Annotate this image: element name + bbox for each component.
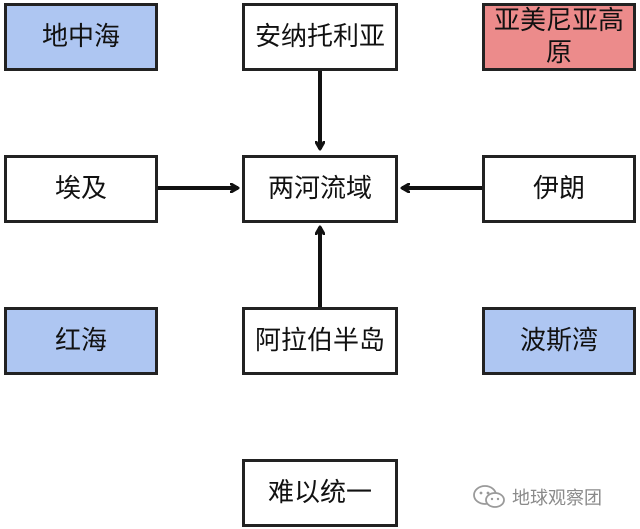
node-arabian-peninsula-label: 阿拉伯半岛 xyxy=(254,325,385,356)
node-persian-gulf-label: 波斯湾 xyxy=(519,325,598,356)
node-arabian-peninsula: 阿拉伯半岛 xyxy=(242,307,398,375)
node-anatolia: 安纳托利亚 xyxy=(242,3,398,71)
node-red-sea-label: 红海 xyxy=(54,325,107,356)
node-mesopotamia: 两河流域 xyxy=(242,155,398,223)
node-persian-gulf: 波斯湾 xyxy=(482,307,636,375)
node-red-sea: 红海 xyxy=(4,307,158,375)
watermark: 地球观察团 xyxy=(472,484,602,510)
node-anatolia-label: 安纳托利亚 xyxy=(254,21,385,52)
node-armenian-plateau-label-line1: 亚美尼亚高 xyxy=(493,5,624,36)
node-mediterranean: 地中海 xyxy=(4,3,158,71)
watermark-text: 地球观察团 xyxy=(512,488,602,509)
node-mediterranean-label: 地中海 xyxy=(41,21,120,52)
node-armenian-plateau: 亚美尼亚高 原 xyxy=(482,3,636,71)
node-armenian-plateau-label-line2: 原 xyxy=(545,38,572,68)
node-hard-to-unify: 难以统一 xyxy=(242,459,398,527)
node-iran: 伊朗 xyxy=(482,155,636,223)
node-iran-label: 伊朗 xyxy=(532,173,585,204)
wechat-icon xyxy=(473,485,505,508)
node-egypt: 埃及 xyxy=(4,155,158,223)
node-mesopotamia-label: 两河流域 xyxy=(267,173,372,204)
node-egypt-label: 埃及 xyxy=(54,173,107,204)
node-hard-to-unify-label: 难以统一 xyxy=(267,477,372,508)
